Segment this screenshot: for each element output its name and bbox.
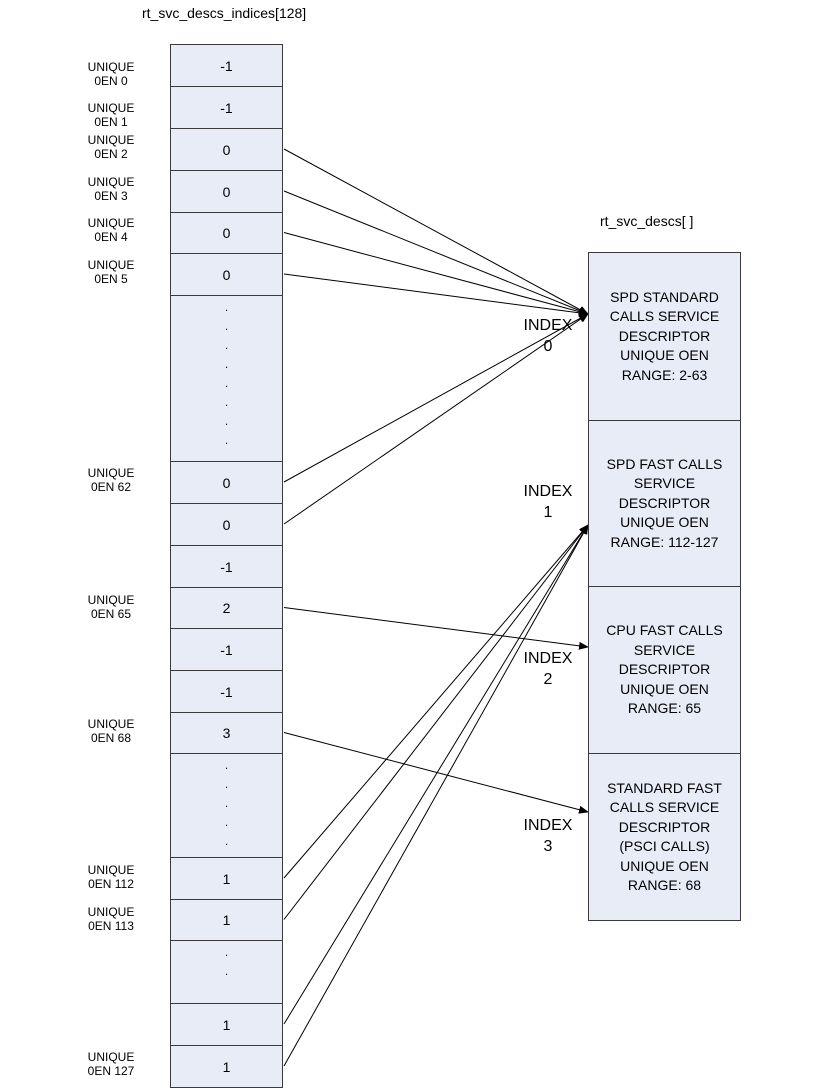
pointer-arrow — [283, 148, 589, 315]
index-cell: 1 — [170, 899, 283, 941]
index-cell: -1 — [170, 628, 283, 671]
ellipsis-dot: . — [224, 433, 229, 447]
index-cell: 0 — [170, 170, 283, 213]
ellipsis-dot: . — [224, 300, 229, 314]
pointer-arrow — [283, 524, 589, 1067]
ellipsis-dot: . — [224, 758, 229, 772]
index-cell: 1 — [170, 857, 283, 900]
ellipsis-dot: . — [224, 815, 229, 829]
ellipsis-dot: . — [224, 395, 229, 409]
ellipsis-dot: . — [224, 338, 229, 352]
ellipsis-dot: . — [224, 945, 229, 959]
pointer-arrow — [283, 607, 589, 650]
ellipsis-dot: . — [224, 777, 229, 791]
ellipsis-dot: . — [224, 414, 229, 428]
index-cell: 0 — [170, 503, 283, 546]
index-cell: -1 — [170, 545, 283, 588]
index-cell: 0 — [170, 212, 283, 254]
index-cell: 0 — [170, 461, 283, 504]
index-cell: 1 — [170, 1045, 283, 1088]
ellipsis-dot: . — [224, 964, 229, 978]
pointer-arrow — [283, 313, 589, 525]
ellipsis-dot: . — [224, 452, 229, 466]
ellipsis-dot: . — [224, 357, 229, 371]
pointer-arrow — [283, 273, 589, 317]
pointer-arrow — [283, 524, 589, 879]
index-cell: 0 — [170, 253, 283, 296]
index-cell: -1 — [170, 670, 283, 713]
pointer-arrow — [283, 524, 589, 920]
ellipsis-cell: .. — [170, 940, 283, 1004]
pointer-arrow — [283, 732, 589, 814]
ellipsis-dot: . — [224, 796, 229, 810]
ellipsis-cell: ..... — [170, 753, 283, 858]
index-cell: 3 — [170, 712, 283, 754]
index-cell: -1 — [170, 44, 283, 87]
index-cell: 2 — [170, 587, 283, 629]
index-cell: -1 — [170, 86, 283, 129]
pointer-arrow — [283, 313, 589, 483]
ellipsis-dot: . — [224, 834, 229, 848]
indices-array-title: rt_svc_descs_indices[128] — [142, 5, 307, 21]
pointer-arrow — [283, 232, 589, 316]
descs-array-title: rt_svc_descs[ ] — [600, 213, 694, 229]
ellipsis-dot: . — [224, 376, 229, 390]
pointer-arrow — [283, 524, 589, 1025]
index-cell: 1 — [170, 1003, 283, 1046]
index-cell: 0 — [170, 128, 283, 171]
pointer-arrow — [283, 190, 589, 315]
ellipsis-dot: . — [224, 319, 229, 333]
ellipsis-cell: ......... — [170, 295, 283, 466]
